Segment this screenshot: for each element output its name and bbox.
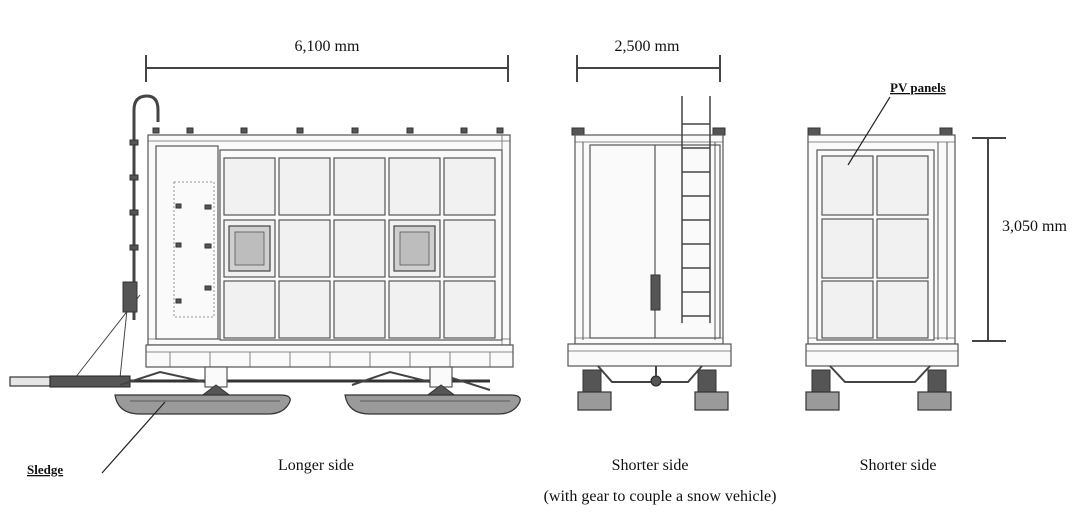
pv-panels-label: PV panels [890, 80, 946, 95]
side-door [155, 145, 219, 340]
length-dimension: 6,100 mm [145, 38, 509, 82]
windows [228, 225, 436, 272]
sledge-runners-long [114, 394, 521, 415]
roof-ladder [681, 96, 711, 323]
sledge-callout: Sledge [27, 401, 166, 477]
width-label: 2,500 mm [615, 38, 680, 55]
shorter-side-label-1: Shorter side [612, 457, 689, 474]
sledge-label: Sledge [27, 462, 63, 477]
sledge-gear-2 [805, 365, 952, 411]
length-label: 6,100 mm [295, 38, 360, 55]
pipe-clamps [129, 139, 139, 251]
pv-panels-callout: PV panels [847, 80, 946, 166]
width-dimension: 2,500 mm [576, 38, 721, 82]
coupling-arm [122, 281, 138, 313]
height-dimension: 3,050 mm [972, 137, 1067, 342]
pv-panel-grid-short [816, 149, 935, 341]
door-hinges [175, 203, 212, 304]
shorter-side-view-2 [805, 127, 959, 411]
longer-side-view [9, 94, 521, 415]
sledge-gear-1 [577, 365, 729, 411]
vent-pipe [132, 94, 160, 320]
height-label: 3,050 mm [1002, 218, 1067, 235]
longer-side-label: Longer side [278, 457, 354, 474]
shorter-side-note: (with gear to couple a snow vehicle) [544, 488, 777, 505]
base-frame-ribs [169, 352, 491, 367]
shorter-side-view-1 [567, 96, 732, 411]
roof-lugs [152, 127, 504, 134]
base-frame-long [145, 344, 514, 368]
shorter-side-label-2: Shorter side [860, 457, 937, 474]
door-lock [650, 274, 661, 311]
